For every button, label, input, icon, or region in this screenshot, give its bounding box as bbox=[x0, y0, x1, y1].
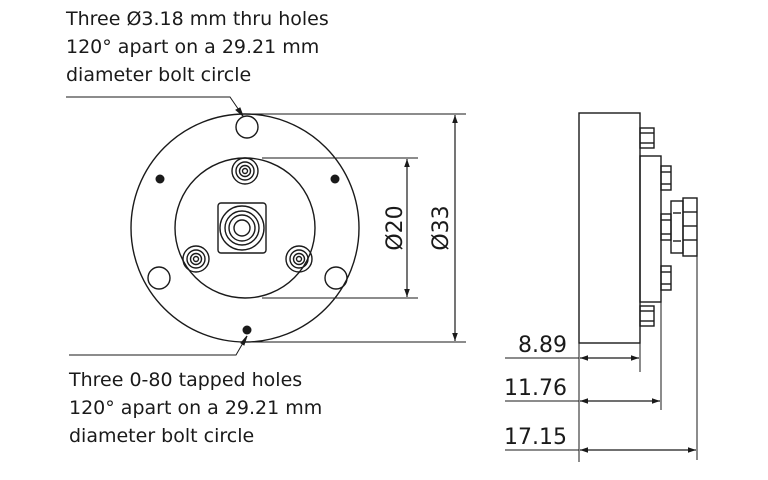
tapped-hole-left bbox=[155, 174, 165, 184]
thru-holes-callout-line-3: diameter bolt circle bbox=[66, 64, 252, 86]
tapped-holes-callout-line-1: Three 0-80 tapped holes bbox=[69, 369, 303, 391]
thru-hole-top bbox=[235, 115, 259, 139]
callout-leaders bbox=[66, 96, 248, 356]
screw-right bbox=[285, 245, 313, 273]
dimension-inner-diameter-label: Ø20 bbox=[383, 205, 408, 250]
screw-left bbox=[182, 245, 210, 273]
dimension-depth-1: 8.89 bbox=[505, 333, 639, 361]
side-screw-bottom bbox=[639, 305, 655, 327]
thru-holes-callout-line-2: 120° apart on a 29.21 mm bbox=[66, 36, 320, 58]
side-connector bbox=[670, 197, 698, 257]
dimension-depth-3: 17.15 bbox=[504, 425, 696, 453]
thru-hole-left bbox=[147, 266, 171, 290]
extension-lines bbox=[250, 113, 466, 343]
side-step-screw-middle bbox=[660, 213, 672, 241]
dimension-inner-diameter: Ø20 bbox=[383, 159, 410, 297]
front-view bbox=[130, 113, 360, 343]
thru-holes-callout-line-1: Three Ø3.18 mm thru holes bbox=[66, 8, 329, 30]
thru-hole-right bbox=[324, 266, 348, 290]
side-step-screw-lower bbox=[660, 265, 672, 291]
side-step-screw-upper bbox=[660, 165, 672, 191]
tapped-holes-callout: Three 0-80 tapped holes 120° apart on a … bbox=[69, 366, 322, 450]
tapped-hole-bottom bbox=[242, 325, 252, 335]
side-extension-lines bbox=[578, 256, 698, 462]
screw-top bbox=[231, 157, 259, 185]
dimension-depth-3-label: 17.15 bbox=[504, 425, 567, 450]
side-body bbox=[578, 112, 641, 344]
side-screw-top bbox=[639, 127, 655, 149]
dimension-depth-1-label: 8.89 bbox=[518, 333, 567, 358]
dimension-outer-diameter: Ø33 bbox=[429, 115, 458, 341]
dimension-outer-diameter-label: Ø33 bbox=[429, 205, 454, 250]
center-connector bbox=[217, 202, 267, 254]
dimension-depth-2-label: 11.76 bbox=[504, 376, 567, 401]
inner-boss-circle bbox=[174, 157, 316, 299]
tapped-holes-callout-line-2: 120° apart on a 29.21 mm bbox=[69, 397, 323, 419]
thru-holes-callout: Three Ø3.18 mm thru holes 120° apart on … bbox=[66, 5, 329, 89]
tapped-hole-right bbox=[330, 174, 340, 184]
side-flange-step bbox=[639, 155, 662, 303]
dimension-depth-2: 11.76 bbox=[504, 376, 660, 404]
outer-flange-circle bbox=[130, 113, 360, 343]
side-view bbox=[578, 112, 698, 344]
tapped-holes-callout-line-3: diameter bolt circle bbox=[69, 425, 255, 447]
